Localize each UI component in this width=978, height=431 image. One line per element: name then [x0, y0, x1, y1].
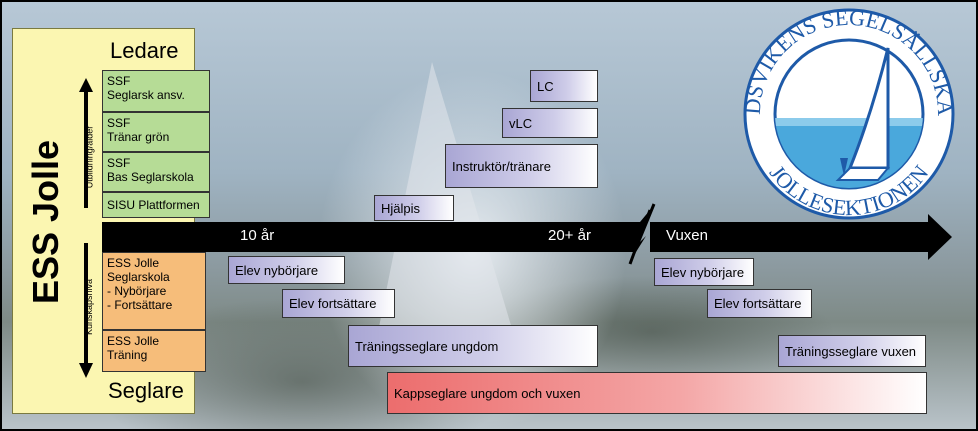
sailor-level-seglarskola: ESS Jolle Seglarskola - Nybörjare - Fort… — [102, 252, 206, 330]
stage-vlc: vLC — [502, 108, 598, 138]
timeline-arrow-head — [928, 214, 952, 260]
down-arrow-shaft — [84, 243, 88, 363]
down-arrow-head — [79, 363, 93, 378]
edsvikens-logo: EDSVIKENS SEGELSÄLLSKAP JOLLESEKTIONEN — [738, 8, 958, 220]
logo-hull — [835, 167, 891, 181]
timeline-youth-segment — [102, 222, 624, 252]
stage-youth-traningsseglare: Träningsseglare ungdom — [348, 325, 598, 367]
stage-hjalpis: Hjälpis — [374, 195, 454, 221]
stage-youth-nyborjare: Elev nybörjare — [228, 256, 345, 284]
timeline-zigzag — [628, 203, 656, 265]
timeline-arrow — [102, 203, 952, 265]
stage-youth-fortsattare: Elev fortsättare — [282, 289, 395, 318]
age-10-label: 10 år — [240, 227, 275, 244]
ess-jolle-title: ESS Jolle — [25, 139, 67, 305]
stage-adult-nyborjare: Elev nybörjare — [654, 258, 754, 286]
stage-kappseglare: Kappseglare ungdom och vuxen — [387, 372, 927, 414]
up-arrow-shaft — [84, 90, 88, 208]
vertical-arrows — [79, 78, 93, 378]
down-axis-label: Kunskapsnivå — [84, 278, 95, 336]
stage-instruktor: Instruktör/tränare — [445, 144, 598, 188]
stage-lc: LC — [530, 70, 598, 102]
age-20-label: 20+ år — [548, 227, 591, 244]
adult-label: Vuxen — [666, 227, 708, 244]
stage-adult-traningsseglare: Träningsseglare vuxen — [778, 335, 926, 367]
timeline-break-left — [622, 210, 650, 252]
up-axis-label: Utbildning/ålder — [84, 125, 95, 189]
logo-sailor — [840, 158, 848, 176]
timeline-adult-segment — [650, 222, 930, 252]
leader-level-sisu: SISU Plattformen — [102, 192, 210, 218]
stage-adult-fortsattare: Elev fortsättare — [707, 289, 812, 318]
ledare-label: Ledare — [110, 38, 179, 63]
up-arrow-head — [79, 78, 93, 92]
sailor-level-traning: ESS Jolle Träning — [102, 330, 206, 372]
seglare-label: Seglare — [108, 378, 184, 403]
